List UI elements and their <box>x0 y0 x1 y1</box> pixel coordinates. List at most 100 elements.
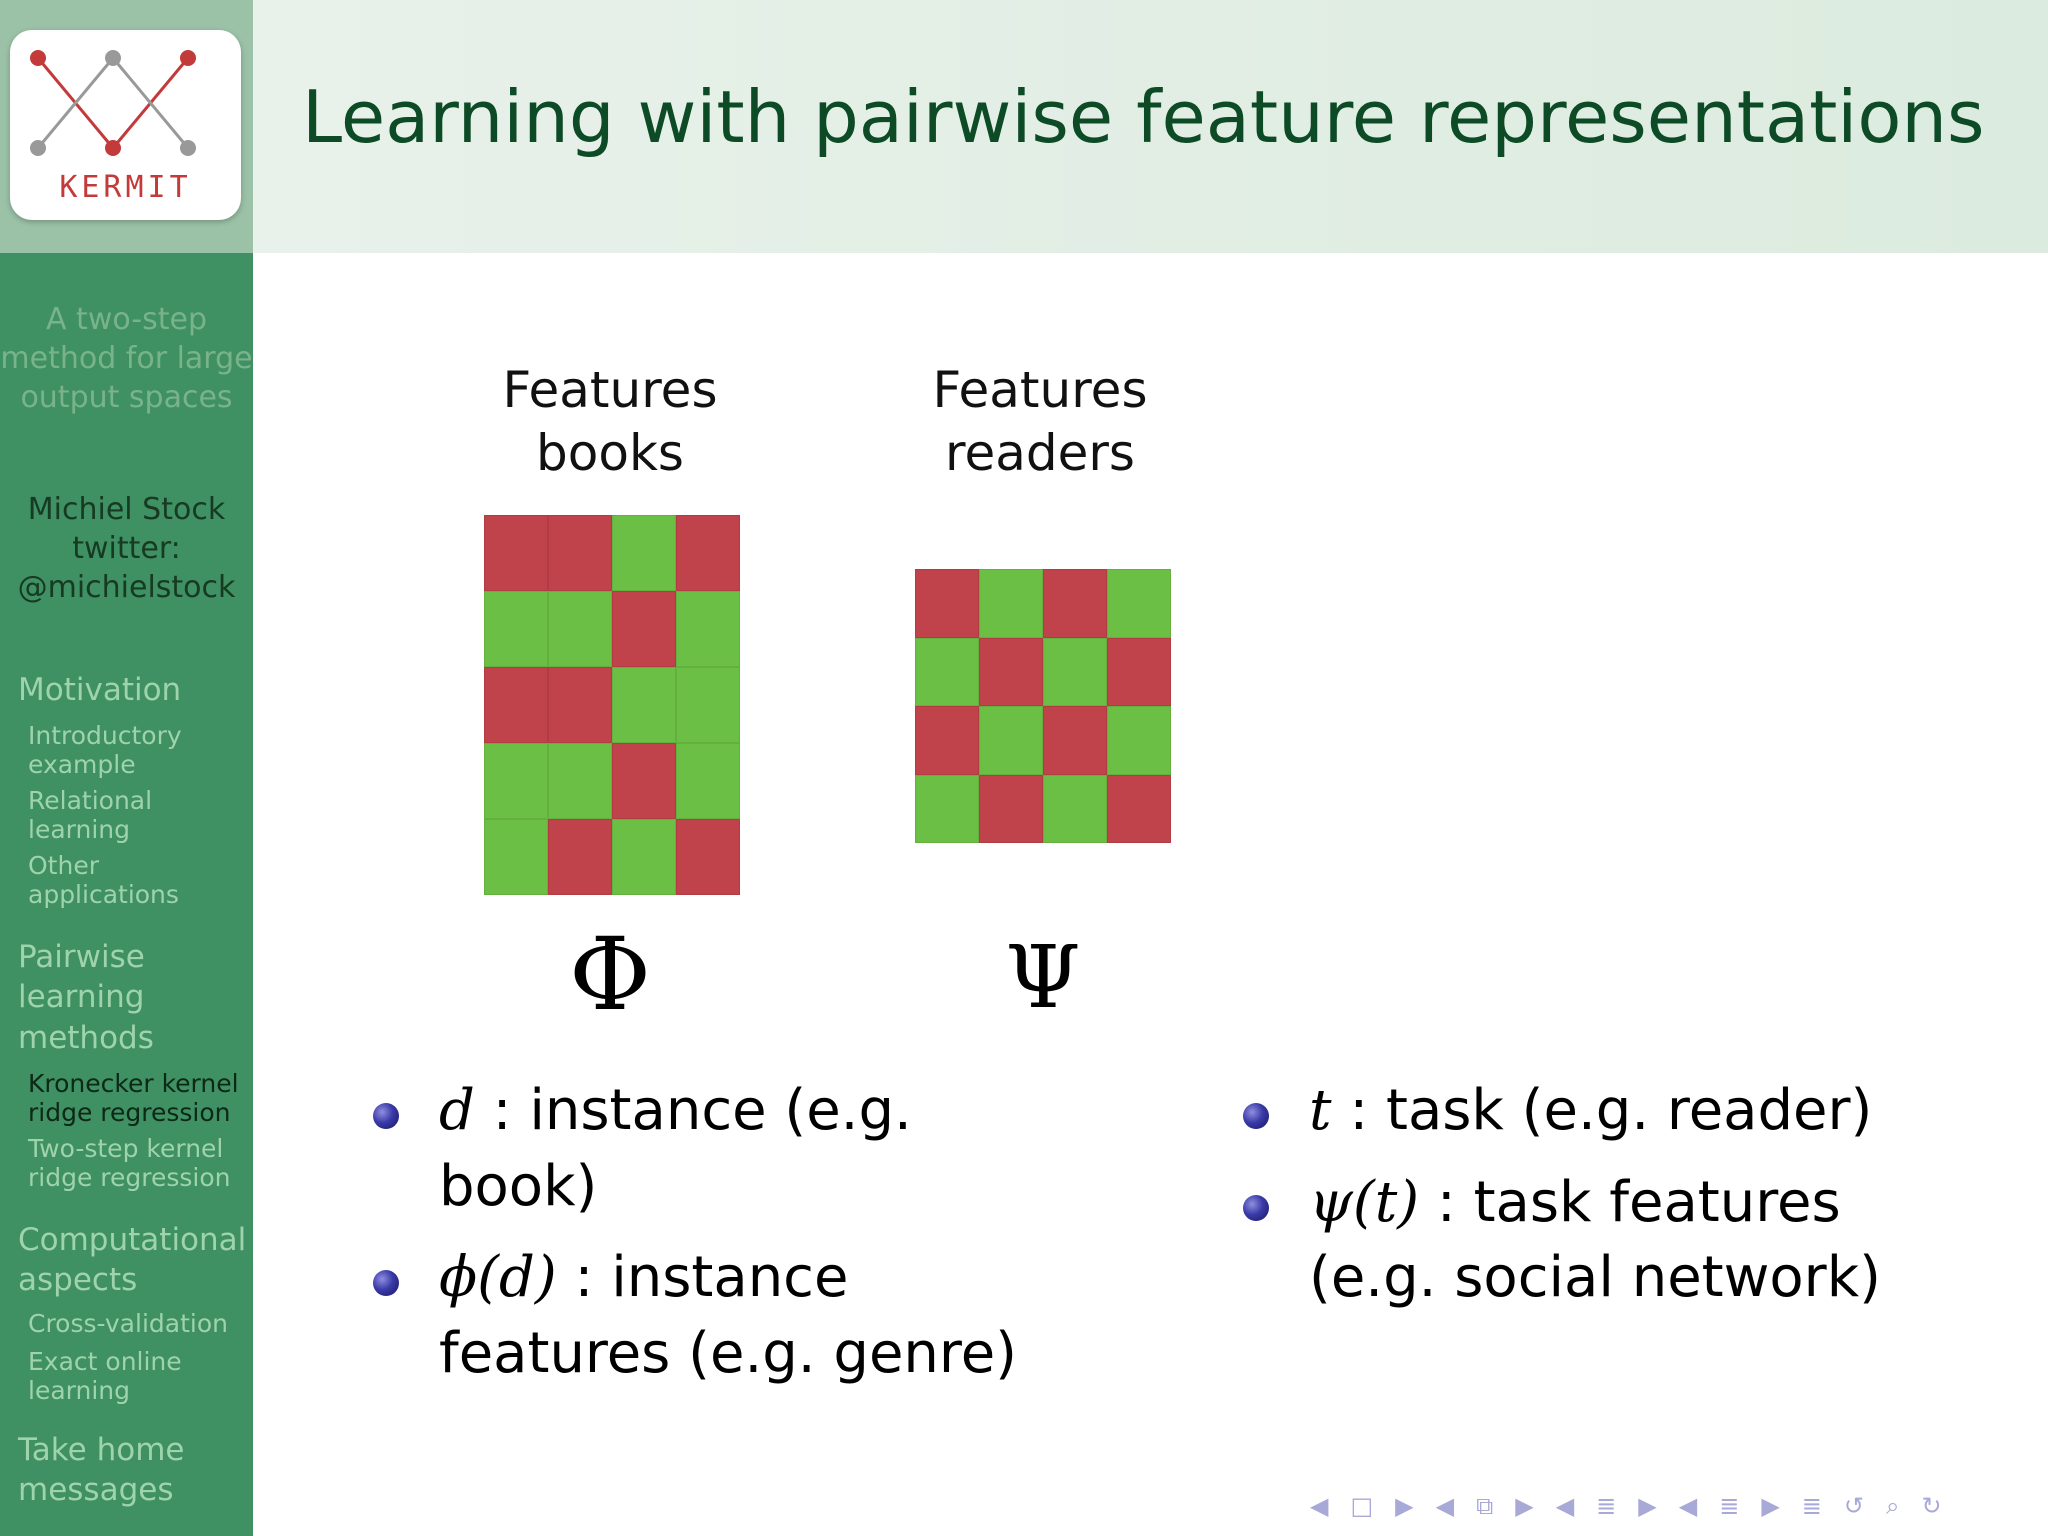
author-twitter-label: twitter: <box>72 531 181 566</box>
nav-sub-cross-validation[interactable]: Cross-validation <box>28 1309 228 1338</box>
nav-control-icon[interactable]: ◀ <box>1678 1492 1698 1520</box>
readers-matrix-cell <box>915 637 979 706</box>
author-twitter-handle: @michielstock <box>17 570 236 605</box>
bullet-text: instance features (e.g. genre) <box>439 1245 1017 1386</box>
books-features-label: Features books <box>460 359 760 484</box>
nav-control-icon[interactable]: ◀ <box>1555 1492 1575 1520</box>
beamer-navigation: ◀ □ ▶ ◀ ⧉ ▶ ◀ ≣ ▶ ◀ ≣ ▶ ≣ ↺ ⌕ ↻ <box>1310 1488 2030 1524</box>
bullet-dot-icon <box>373 1270 399 1297</box>
books-matrix-cell <box>484 819 548 895</box>
bullet-math: t <box>1309 1078 1332 1143</box>
nav-section-pairwise-learning[interactable]: Pairwise learning methods <box>18 939 154 1056</box>
books-matrix-cell <box>676 591 740 667</box>
readers-matrix-cell <box>915 569 979 638</box>
bullet-text: task (e.g. reader) <box>1385 1078 1873 1143</box>
slide-title: Learning with pairwise feature represent… <box>302 75 1985 159</box>
readers-matrix-cell <box>979 706 1043 775</box>
bullet-dot-icon <box>373 1103 399 1129</box>
books-matrix-cell <box>484 591 548 667</box>
bullet-sep: : <box>556 1245 612 1311</box>
task-bullets: t : task (e.g. reader) ψ(t) : task featu… <box>1243 1073 1963 1332</box>
nav-control-icon[interactable]: ▶ <box>1761 1492 1780 1520</box>
books-matrix-cell <box>548 743 612 819</box>
readers-matrix-cell <box>1107 706 1171 775</box>
nav-control-icon[interactable]: ▶ <box>1395 1492 1414 1520</box>
nav-control-icon[interactable]: ↻ <box>1921 1492 1942 1520</box>
nav-control-icon[interactable]: ▶ <box>1638 1492 1657 1520</box>
readers-matrix-cell <box>979 774 1043 843</box>
bullet-math: ψ(t) <box>1309 1169 1420 1235</box>
nav-control-icon[interactable]: ⌕ <box>1886 1492 1900 1520</box>
nav-sub-two-step-krr[interactable]: Two-step kernel ridge regression <box>28 1134 231 1192</box>
books-matrix-cell <box>548 667 612 743</box>
books-matrix-cell <box>612 515 676 591</box>
author-name: Michiel Stock <box>27 492 226 527</box>
books-label-line2: books <box>536 423 684 482</box>
bullet-instance-features: ϕ(d) : instance features (e.g. genre) <box>373 1240 1063 1391</box>
nav-control-icon[interactable]: □ <box>1350 1492 1374 1520</box>
nav-section-computational-aspects[interactable]: Computational aspects <box>18 1222 247 1299</box>
books-matrix-cell <box>676 515 740 591</box>
books-label-line1: Features <box>502 361 718 419</box>
books-matrix-cell <box>484 515 548 591</box>
nav-control-icon[interactable]: ◀ <box>1310 1492 1329 1520</box>
bullet-sep: : <box>1331 1078 1386 1143</box>
books-matrix-cell <box>612 591 676 667</box>
books-matrix-cell <box>676 819 740 895</box>
books-matrix-cell <box>676 743 740 819</box>
readers-matrix-cell <box>915 706 979 775</box>
readers-matrix-cell <box>979 637 1043 706</box>
phi-symbol: Φ <box>569 916 651 1033</box>
bullet-sep: : <box>1419 1169 1474 1235</box>
books-matrix-cell <box>548 591 612 667</box>
readers-label-line2: readers <box>945 423 1135 482</box>
nav-sub-kronecker-krr[interactable]: Kronecker kernel ridge regression <box>28 1069 239 1127</box>
bullet-sep: : <box>474 1078 530 1143</box>
books-matrix-cell <box>612 743 676 819</box>
nav-section-motivation[interactable]: Motivation <box>18 672 182 708</box>
books-matrix-cell <box>548 819 612 895</box>
kermit-logo: KERMIT <box>10 30 241 220</box>
bullet-dot-icon <box>1243 1194 1269 1221</box>
bullet-instance: d : instance (e.g. book) <box>373 1073 1063 1224</box>
readers-features-label: Features readers <box>890 359 1190 484</box>
instance-bullets: d : instance (e.g. book) ϕ(d) : instance… <box>373 1073 1063 1407</box>
bullet-text: instance (e.g. book) <box>439 1078 912 1219</box>
nav-sub-exact-online-learning[interactable]: Exact online learning <box>28 1347 182 1405</box>
readers-label-line1: Features <box>932 361 1148 419</box>
sidebar: KERMIT A two-step method for large outpu… <box>0 0 253 1536</box>
nav-section-take-home[interactable]: Take home messages <box>18 1432 185 1509</box>
nav-control-icon[interactable]: ↺ <box>1843 1492 1865 1520</box>
books-matrix-cell <box>548 515 612 591</box>
talk-title[interactable]: A two-step method for large output space… <box>0 302 253 415</box>
nav-control-icon[interactable]: ◀ <box>1435 1492 1455 1520</box>
nav-sub-other-applications[interactable]: Other applications <box>28 851 179 909</box>
nav-sub-introductory-example[interactable]: Introductory example <box>28 721 182 779</box>
nav-control-icon[interactable]: ≣ <box>1719 1492 1740 1520</box>
nav-control-icon[interactable]: ≣ <box>1596 1492 1617 1520</box>
bullet-math: ϕ(d) <box>439 1245 557 1311</box>
bullet-task-features: ψ(t) : task features (e.g. social networ… <box>1243 1165 1963 1316</box>
nav-control-icon[interactable]: ▶ <box>1515 1492 1534 1520</box>
books-matrix-cell <box>484 743 548 819</box>
nav-control-icon[interactable]: ⧉ <box>1476 1492 1494 1520</box>
readers-matrix-cell <box>1043 637 1107 706</box>
readers-matrix-cell <box>1107 637 1171 706</box>
nav-sub-relational-learning[interactable]: Relational learning <box>28 786 153 844</box>
readers-matrix-cell <box>1107 774 1171 843</box>
readers-matrix-cell <box>979 569 1043 638</box>
bullet-text: task features (e.g. social network) <box>1309 1169 1881 1311</box>
slide-header: Learning with pairwise feature represent… <box>253 0 2048 253</box>
slide-body: Features books Features readers Φ Ψ d : … <box>253 253 2048 1536</box>
psi-symbol: Ψ <box>1005 928 1081 1028</box>
readers-matrix-cell <box>1107 569 1171 638</box>
nav-control-icon[interactable]: ≣ <box>1801 1492 1822 1520</box>
author-info[interactable]: Michiel Stock twitter: @michielstock <box>0 490 253 607</box>
bullet-task: t : task (e.g. reader) <box>1243 1073 1963 1149</box>
bullet-math: d <box>439 1078 475 1143</box>
bullet-dot-icon <box>1243 1103 1269 1129</box>
books-feature-matrix <box>484 515 740 895</box>
logo-area: KERMIT <box>0 0 253 253</box>
books-matrix-cell <box>676 667 740 743</box>
books-matrix-cell <box>484 667 548 743</box>
